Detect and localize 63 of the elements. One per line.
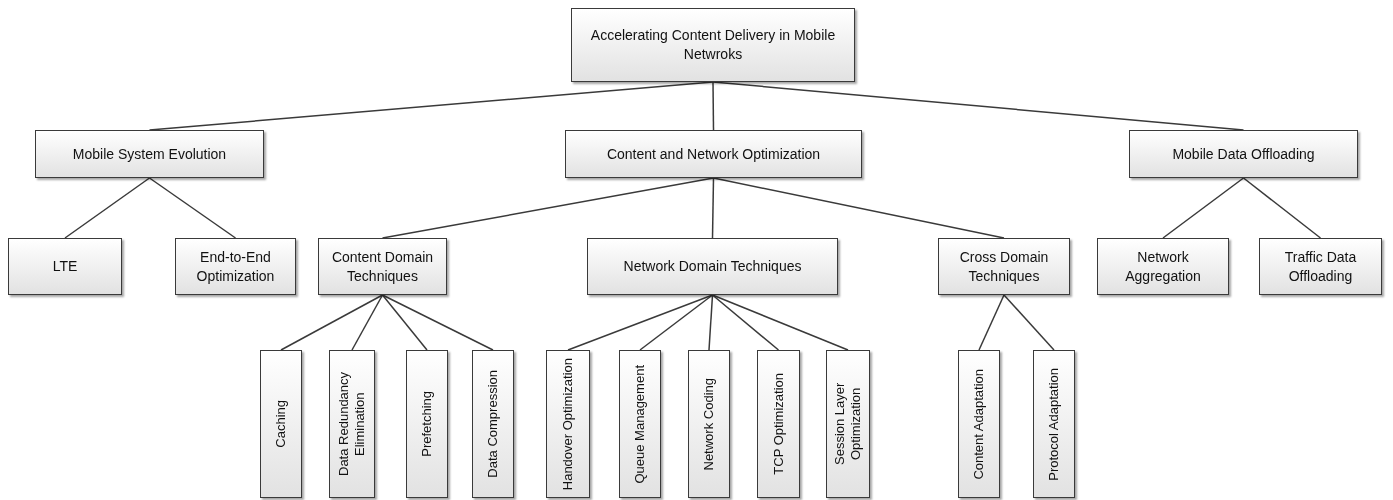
- node-label: Network Aggregation: [1124, 247, 1202, 286]
- node-box: [1033, 350, 1075, 498]
- node-label: TCP Optimization: [770, 373, 787, 475]
- node-box: [472, 350, 514, 498]
- node-box: [318, 238, 447, 295]
- connector-line: [351, 294, 384, 351]
- node-label: Session Layer Optimization: [832, 381, 864, 468]
- node-box: [260, 350, 302, 498]
- node-label: Accelerating Content Delivery in Mobile Netwroks: [589, 26, 837, 64]
- connector-line: [64, 177, 151, 239]
- connector-line: [381, 294, 428, 351]
- node-label: Mobile Data Offloading: [1171, 144, 1316, 164]
- node-box: [1259, 238, 1382, 295]
- node-label: Cross Domain Techniques: [958, 247, 1050, 286]
- connector-line: [1003, 294, 1055, 351]
- node-label: Caching: [273, 400, 289, 448]
- node-box: [938, 238, 1070, 295]
- connector-line: [381, 294, 494, 351]
- node-label: Mobile System Evolution: [71, 144, 228, 164]
- node-box: [406, 350, 448, 498]
- node-box: [958, 350, 1000, 498]
- node-box: [565, 130, 862, 178]
- node-box: [619, 350, 661, 498]
- node-label: Prefetching: [419, 391, 435, 457]
- node-box: [1129, 130, 1358, 178]
- connector-line: [708, 294, 714, 351]
- node-label: Data Compression: [485, 370, 501, 478]
- connector-line: [639, 294, 714, 351]
- connector-line: [381, 177, 715, 239]
- node-label: LTE: [51, 257, 79, 276]
- node-box: [546, 350, 590, 498]
- node-label: Queue Management: [632, 364, 648, 484]
- connector-line: [978, 294, 1005, 351]
- node-box: [826, 350, 870, 498]
- node-box: [571, 8, 855, 82]
- node-box: [1097, 238, 1229, 295]
- connector-line: [148, 177, 237, 239]
- connector-line: [711, 177, 715, 239]
- node-box: [329, 350, 375, 498]
- node-label: Network Coding: [701, 377, 717, 471]
- node-label: Traffic Data Offloading: [1283, 247, 1358, 286]
- node-box: [688, 350, 730, 498]
- connector-line: [567, 294, 714, 351]
- connector-line: [280, 294, 384, 351]
- node-label: Content and Network Optimization: [605, 144, 822, 164]
- node-label: End-to-End Optimization: [195, 247, 276, 286]
- node-box: [175, 238, 296, 295]
- connector-line: [712, 177, 1005, 239]
- node-label: Network Domain Techniques: [622, 257, 803, 276]
- node-label: Protocol Adaptation: [1046, 367, 1062, 481]
- connector-line: [1162, 177, 1245, 239]
- connector-line: [711, 294, 849, 351]
- node-label: Handover Optimization: [560, 357, 576, 491]
- node-box: [8, 238, 122, 295]
- node-label: Data Redundancy Elimination: [336, 370, 368, 479]
- node-box: [757, 350, 800, 498]
- connector-line: [1242, 177, 1322, 239]
- node-label: Content Adaptation: [971, 368, 987, 480]
- connector-line: [711, 294, 780, 351]
- node-box: [35, 130, 264, 178]
- connector-line: [712, 81, 715, 131]
- node-label: Content Domain Techniques: [330, 247, 435, 286]
- node-box: [587, 238, 838, 295]
